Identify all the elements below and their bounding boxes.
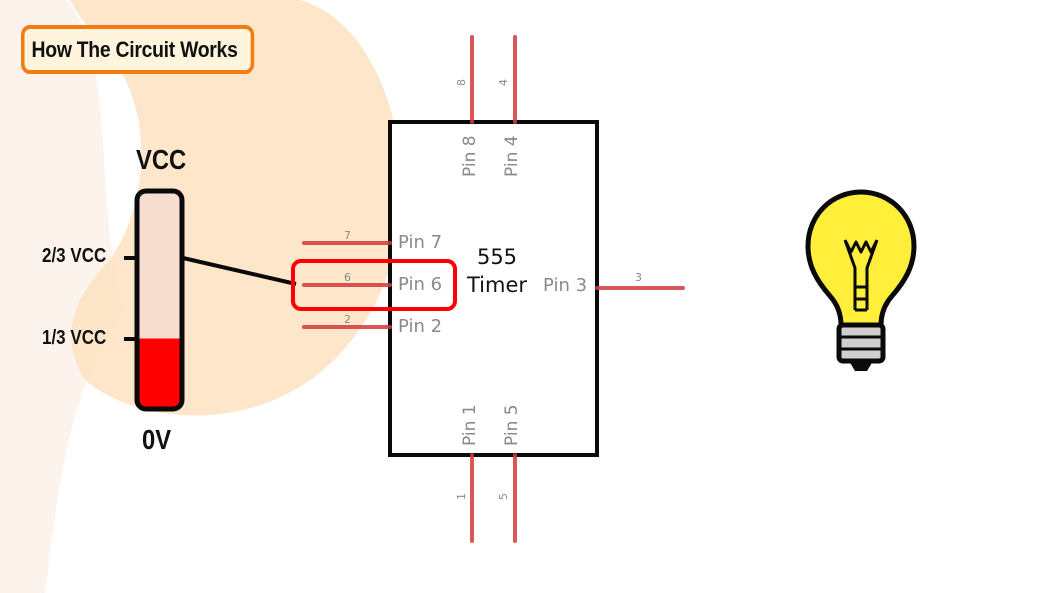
gauge-top-label: VCC bbox=[136, 144, 187, 175]
voltage-gauge bbox=[124, 188, 185, 412]
pin6-number: 6 bbox=[344, 271, 351, 284]
pin3-label: Pin 3 bbox=[543, 275, 588, 296]
threshold-connector-line bbox=[182, 256, 297, 286]
timer-chip-body bbox=[388, 120, 599, 457]
pin2-label: Pin 2 bbox=[398, 316, 443, 337]
gauge-fill-level bbox=[139, 338, 180, 407]
pin3-number: 3 bbox=[635, 271, 642, 284]
pin4-number: 4 bbox=[497, 79, 510, 86]
background-panel bbox=[0, 0, 125, 593]
pin6-label: Pin 6 bbox=[398, 274, 443, 295]
pin5-number: 5 bbox=[497, 493, 510, 500]
upper-threshold-label: 2/3 VCC bbox=[42, 245, 107, 267]
timer-pins bbox=[302, 35, 685, 543]
light-bulb-icon bbox=[805, 189, 917, 371]
timer-name: 555 Timer bbox=[464, 243, 530, 299]
pin2-number: 2 bbox=[344, 313, 351, 326]
gauge-bottom-label: 0V bbox=[142, 424, 172, 455]
pin6-highlight-box bbox=[291, 259, 457, 311]
pin8-number: 8 bbox=[455, 79, 468, 86]
pin4-label: Pin 4 bbox=[502, 135, 522, 177]
pin1-number: 1 bbox=[455, 493, 468, 500]
pin8-label: Pin 8 bbox=[460, 135, 480, 177]
pin1-label: Pin 1 bbox=[460, 404, 480, 446]
pin7-number: 7 bbox=[344, 229, 351, 242]
timer-name-line1: 555 bbox=[476, 245, 518, 269]
pin5-label: Pin 5 bbox=[502, 404, 522, 446]
lower-threshold-label: 1/3 VCC bbox=[42, 327, 107, 349]
timer-name-line2: Timer bbox=[466, 273, 528, 297]
pin7-label: Pin 7 bbox=[398, 232, 443, 253]
slide-title: How The Circuit Works bbox=[21, 25, 255, 74]
